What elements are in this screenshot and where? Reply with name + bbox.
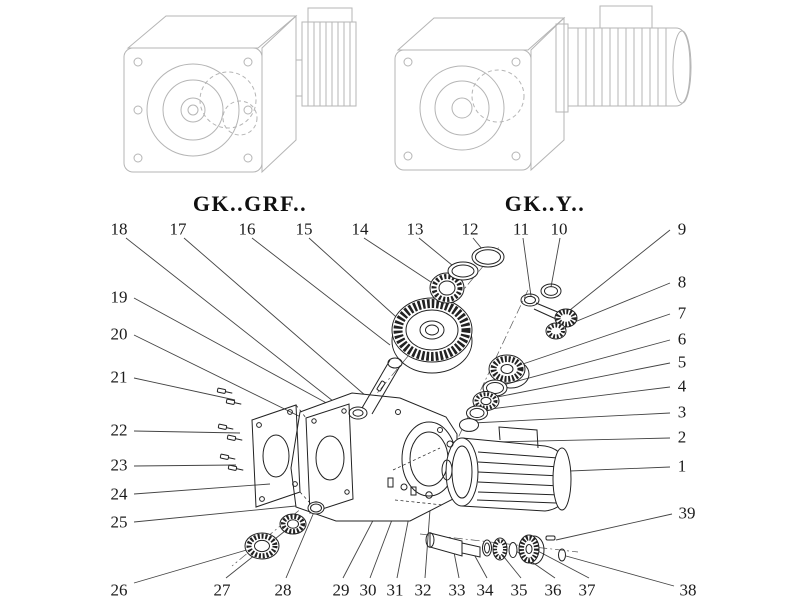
part-number-12: 12 <box>461 219 479 239</box>
part-number-14: 14 <box>351 219 369 239</box>
part-number-21: 21 <box>110 367 128 387</box>
part-number-37: 37 <box>578 580 596 600</box>
part-number-38: 38 <box>679 580 697 600</box>
upper-retaining-rings <box>447 246 505 281</box>
part-number-17: 17 <box>169 219 187 239</box>
part-number-11: 11 <box>512 219 530 239</box>
part-number-18: 18 <box>110 219 128 239</box>
part-number-26: 26 <box>110 580 128 600</box>
bevel-gear-stack <box>459 354 530 432</box>
part-number-19: 19 <box>110 287 128 307</box>
part-number-32: 32 <box>414 580 432 600</box>
part-number-30: 30 <box>359 580 377 600</box>
part-number-2: 2 <box>677 427 687 447</box>
flange-plate <box>251 404 311 508</box>
flange-bolts <box>216 387 244 471</box>
part-number-8: 8 <box>677 272 687 292</box>
upper-bearing <box>429 272 465 304</box>
part-number-7: 7 <box>677 303 687 323</box>
part-number-5: 5 <box>677 352 687 372</box>
overview-drawing-gk-grf <box>123 7 357 174</box>
part-number-29: 29 <box>332 580 350 600</box>
part-number-9: 9 <box>677 219 687 239</box>
part-number-20: 20 <box>110 324 128 344</box>
main-helical-gear <box>391 297 473 374</box>
part-number-13: 13 <box>406 219 424 239</box>
part-number-23: 23 <box>110 455 128 475</box>
model-label-gk-grf: GK..GRF.. <box>192 191 308 216</box>
model-label-gk-y: GK..Y.. <box>504 191 586 216</box>
bevel-pinion-set <box>520 283 578 340</box>
exploded-assembly <box>216 245 579 567</box>
part-number-16: 16 <box>238 219 256 239</box>
part-number-24: 24 <box>110 484 128 504</box>
part-number-1: 1 <box>677 456 687 476</box>
leader-lines <box>125 229 675 587</box>
part-number-25: 25 <box>110 512 128 532</box>
part-number-22: 22 <box>110 420 128 440</box>
output-shaft-set <box>425 532 566 565</box>
part-number-27: 27 <box>213 580 231 600</box>
lower-left-bearing-set <box>244 501 325 560</box>
part-number-3: 3 <box>677 402 687 422</box>
part-number-36: 36 <box>544 580 562 600</box>
part-number-28: 28 <box>274 580 292 600</box>
input-shaft <box>361 357 403 415</box>
small-fasteners <box>387 447 444 506</box>
part-number-6: 6 <box>677 329 687 349</box>
electric-motor <box>441 426 572 512</box>
part-number-33: 33 <box>448 580 466 600</box>
overview-drawing-gk-y <box>394 5 692 172</box>
part-number-15: 15 <box>295 219 313 239</box>
part-number-35: 35 <box>510 580 528 600</box>
part-number-39: 39 <box>678 503 696 523</box>
part-number-34: 34 <box>476 580 494 600</box>
part-number-31: 31 <box>386 580 404 600</box>
part-number-10: 10 <box>550 219 568 239</box>
part-number-4: 4 <box>677 376 687 396</box>
